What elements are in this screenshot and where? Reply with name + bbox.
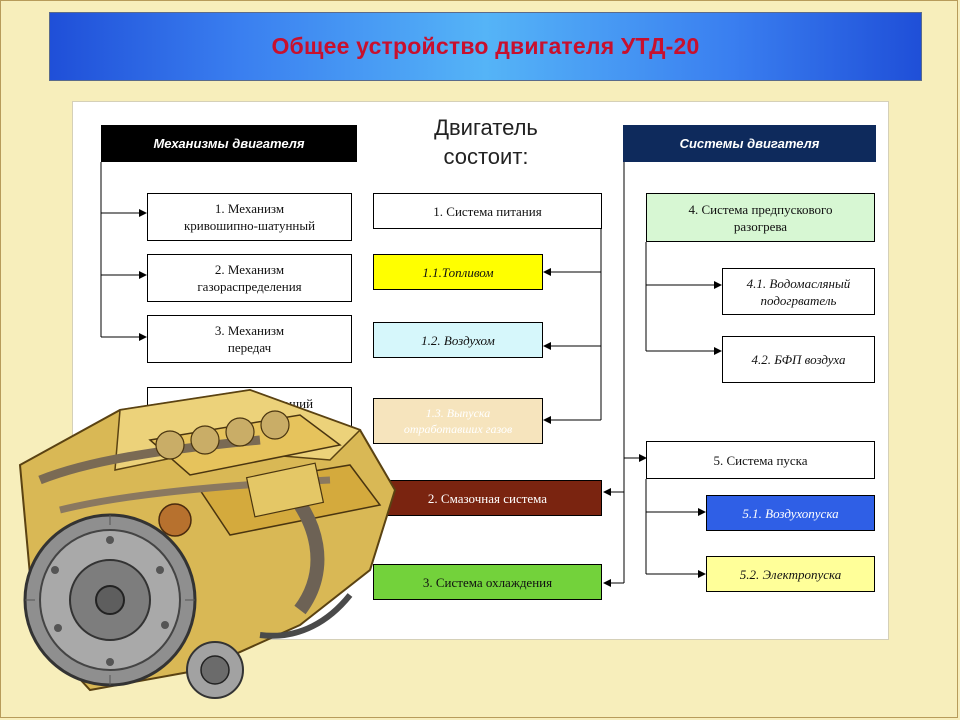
systems-header: Системы двигателя <box>623 125 876 162</box>
mechanism-transmission: 3. Механизм передач <box>147 315 352 363</box>
exhaust-system: 1.3. Выпуска отработавших газов <box>373 398 543 444</box>
preheat-system: 4. Система предпускового разогрева <box>646 193 875 242</box>
title-bar: Общее устройство двигателя УТД-20 <box>49 12 922 81</box>
water-oil-heater: 4.1. Водомасляный подогрватель <box>722 268 875 315</box>
electric-start: 5.2. Электропуска <box>706 556 875 592</box>
cooling-system: 3. Система охлаждения <box>373 564 602 600</box>
air-start: 5.1. Воздухопуска <box>706 495 875 531</box>
slide-title: Общее устройство двигателя УТД-20 <box>271 33 700 59</box>
mechanism-valve-timing: 2. Механизм газораспределения <box>147 254 352 302</box>
air-supply: 1.2. Воздухом <box>373 322 543 358</box>
engine-illustration <box>18 388 397 699</box>
fuel-supply: 1.1.Топливом <box>373 254 543 290</box>
start-system: 5. Система пуска <box>646 441 875 479</box>
mechanisms-header: Механизмы двигателя <box>101 125 357 162</box>
lubrication-system: 2. Смазочная система <box>373 480 602 516</box>
air-bfp: 4.2. БФП воздуха <box>722 336 875 383</box>
center-title: Двигатель состоит: <box>434 115 538 169</box>
mechanism-crank: 1. Механизм кривошипно-шатунный <box>147 193 352 241</box>
fuel-system: 1. Система питания <box>373 193 602 229</box>
